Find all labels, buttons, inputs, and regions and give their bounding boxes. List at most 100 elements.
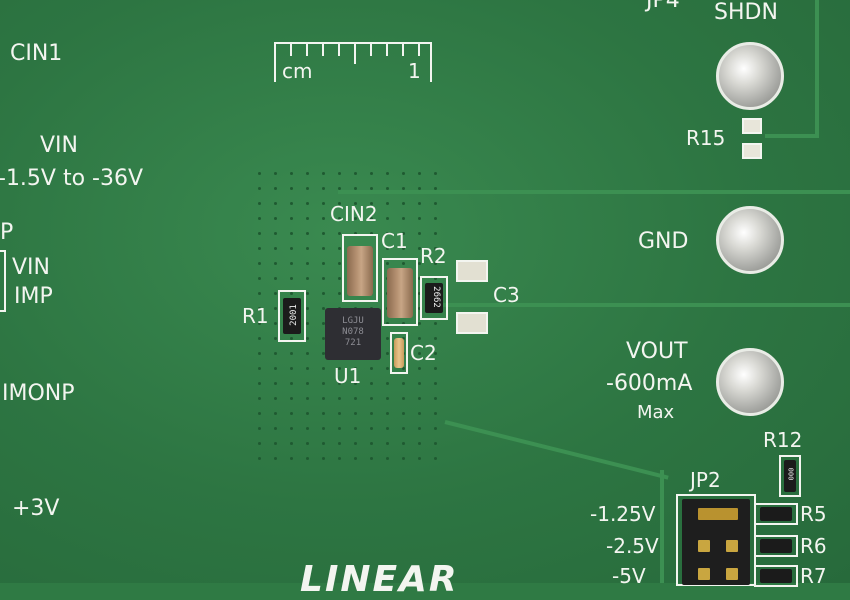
via [306, 322, 309, 325]
via [354, 217, 357, 220]
via [418, 412, 421, 415]
via [370, 412, 373, 415]
via [338, 457, 341, 460]
via [386, 442, 389, 445]
via [418, 247, 421, 250]
via [290, 232, 293, 235]
via [290, 457, 293, 460]
via [418, 232, 421, 235]
resistor-r5 [760, 507, 792, 521]
via [418, 367, 421, 370]
cin2-outline [342, 234, 378, 302]
via [274, 367, 277, 370]
r2-code: 2662 [430, 286, 441, 308]
via [370, 367, 373, 370]
via [402, 442, 405, 445]
via [290, 217, 293, 220]
via [434, 187, 437, 190]
via [418, 172, 421, 175]
via [354, 187, 357, 190]
via [402, 262, 405, 265]
label-c3: C3 [493, 283, 520, 307]
via [274, 442, 277, 445]
via [370, 442, 373, 445]
ic-line3: 721 [344, 338, 362, 348]
via [274, 397, 277, 400]
via [386, 412, 389, 415]
via [386, 232, 389, 235]
via [290, 247, 293, 250]
via [290, 262, 293, 265]
via [434, 217, 437, 220]
label-jp2: JP2 [690, 468, 721, 492]
via [434, 172, 437, 175]
via [258, 292, 261, 295]
via [386, 382, 389, 385]
r15-pad-bottom [742, 143, 762, 159]
via [322, 307, 325, 310]
via [290, 412, 293, 415]
capacitor-c1 [387, 268, 413, 318]
ruler-one-label: 1 [408, 59, 421, 83]
via [306, 442, 309, 445]
r12-outline [779, 455, 801, 497]
via [338, 397, 341, 400]
via [418, 307, 421, 310]
via [354, 172, 357, 175]
via [386, 367, 389, 370]
via [338, 217, 341, 220]
via [338, 202, 341, 205]
via [274, 322, 277, 325]
via [370, 217, 373, 220]
label-r12: R12 [763, 428, 803, 452]
trace-right-vertical [815, 0, 819, 138]
via [402, 457, 405, 460]
via [370, 172, 373, 175]
via [338, 412, 341, 415]
via [354, 412, 357, 415]
via [274, 352, 277, 355]
label-shdn: SHDN [714, 0, 778, 25]
via [306, 367, 309, 370]
via [258, 202, 261, 205]
via [370, 187, 373, 190]
via [290, 187, 293, 190]
via [290, 277, 293, 280]
via [306, 202, 309, 205]
via [258, 352, 261, 355]
via [434, 382, 437, 385]
via [258, 307, 261, 310]
via [306, 427, 309, 430]
via [338, 367, 341, 370]
via [338, 172, 341, 175]
via [258, 232, 261, 235]
via [402, 367, 405, 370]
via [290, 202, 293, 205]
via [354, 232, 357, 235]
via [322, 427, 325, 430]
via [338, 232, 341, 235]
via [434, 427, 437, 430]
via [290, 397, 293, 400]
via [354, 397, 357, 400]
via [386, 337, 389, 340]
via [370, 457, 373, 460]
via [418, 187, 421, 190]
terminal-post-gnd [716, 206, 784, 274]
resistor-r6 [760, 539, 792, 553]
via [386, 202, 389, 205]
left-connector-outline [0, 250, 6, 312]
via [322, 172, 325, 175]
label-vin-range: -1.5V to -36V [0, 166, 144, 191]
label-r7: R7 [800, 564, 827, 588]
via [290, 292, 293, 295]
label-jp4: JP4 [646, 0, 680, 13]
label-r2: R2 [420, 244, 447, 268]
via [322, 352, 325, 355]
via [354, 457, 357, 460]
via [418, 442, 421, 445]
via [274, 217, 277, 220]
via [306, 232, 309, 235]
via [290, 337, 293, 340]
header-pin [698, 568, 710, 580]
